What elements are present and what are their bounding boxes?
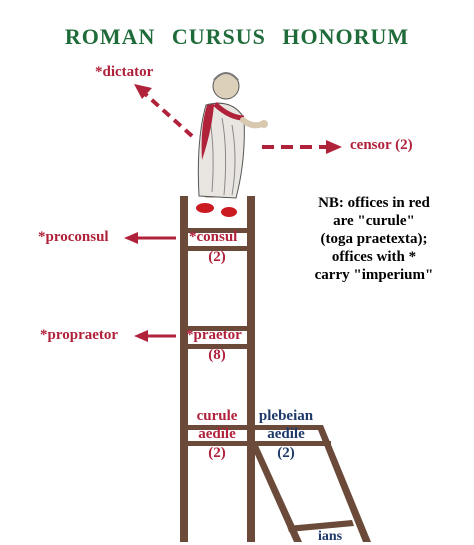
note-line-4: offices with * xyxy=(331,249,417,265)
ladder-left-rail xyxy=(180,196,188,542)
label-curule-aedile-count: (2) xyxy=(208,445,226,461)
arrow-censor-head xyxy=(326,140,342,154)
rung-consul-bottom xyxy=(180,246,255,251)
label-plebeian: plebeian xyxy=(258,408,314,424)
note-line-5: carry "imperium" xyxy=(314,267,434,283)
curule-imperium-note: NB: offices in red are "curule" (toga pr… xyxy=(296,194,452,284)
label-dictator: *dictator xyxy=(95,64,154,80)
pleb-rail-right xyxy=(316,425,371,542)
togate-figure xyxy=(196,72,268,217)
pleb-rung-low xyxy=(287,520,354,532)
label-plebeian-aedile-count: (2) xyxy=(277,445,295,461)
ladder-right-rail xyxy=(247,196,255,542)
pleb-rung-mid xyxy=(255,441,331,446)
arrow-propraetor-head xyxy=(134,330,148,342)
label-consul: *consul xyxy=(189,229,238,245)
right-shoe xyxy=(221,207,237,217)
rung-aedile-top xyxy=(180,425,255,430)
arrow-proconsul-head xyxy=(124,232,138,244)
note-line-3: (toga praetexta); xyxy=(320,231,428,247)
label-praetor: *praetor xyxy=(186,327,242,343)
note-line-1: NB: offices in red xyxy=(318,195,430,211)
pleb-rail-left xyxy=(249,441,302,542)
rung-praetor-top xyxy=(180,326,255,331)
label-plebeian-aedile: aedile xyxy=(267,426,305,442)
arrow-dictator-head xyxy=(134,84,152,99)
rung-aedile-bottom xyxy=(180,441,255,446)
pleb-rung-top xyxy=(255,425,321,430)
page-title: ROMAN CURSUS HONORUM xyxy=(64,24,410,49)
note-line-2: are "curule" xyxy=(333,213,415,229)
arrows xyxy=(124,84,342,342)
label-praetor-count: (8) xyxy=(208,347,226,363)
label-curule: curule xyxy=(196,408,238,424)
label-propraetor: *propraetor xyxy=(40,327,119,343)
main-ladder xyxy=(180,196,255,542)
arrow-dictator-line xyxy=(141,90,194,138)
label-censor: censor (2) xyxy=(350,137,413,153)
rung-praetor-bottom xyxy=(180,344,255,349)
label-partial-bottom: ians xyxy=(318,529,343,544)
plebeian-ladder xyxy=(249,425,371,542)
left-shoe xyxy=(196,203,214,213)
rung-consul-top xyxy=(180,228,255,233)
label-consul-count: (2) xyxy=(208,249,226,265)
label-proconsul: *proconsul xyxy=(38,229,109,245)
label-curule-aedile: aedile xyxy=(198,426,236,442)
